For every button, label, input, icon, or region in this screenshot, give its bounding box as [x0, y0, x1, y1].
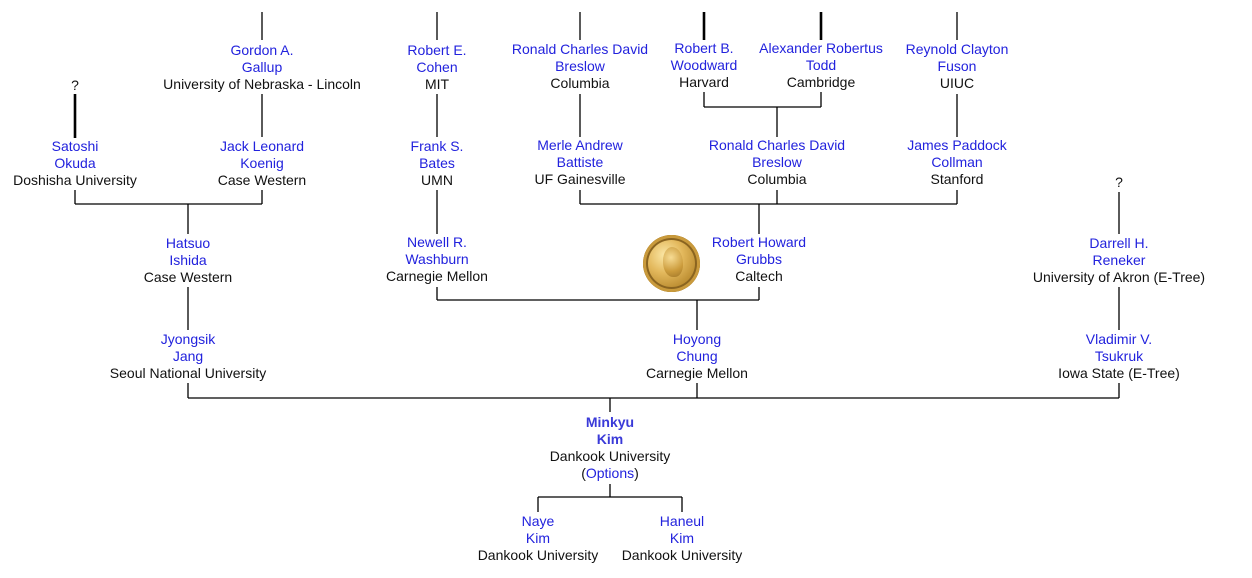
- person-name-link[interactable]: Frank S.: [410, 138, 464, 154]
- person-name-link[interactable]: Kim: [669, 530, 695, 546]
- person-affiliation: Caltech: [735, 268, 783, 284]
- person-name-link[interactable]: Fuson: [937, 58, 977, 74]
- person-hatsuo-ishida: Hatsuo Ishida Case Western: [144, 235, 232, 286]
- person-affiliation: UIUC: [939, 75, 975, 91]
- person-name-link[interactable]: Robert E.: [407, 42, 467, 58]
- person-name-link[interactable]: Todd: [805, 57, 837, 73]
- person-name-link[interactable]: Robert B.: [674, 40, 734, 56]
- person-ronald-breslow-mid: Ronald Charles David Breslow Columbia: [709, 137, 845, 188]
- person-name-link[interactable]: Ronald Charles David: [708, 137, 846, 153]
- person-affiliation: UF Gainesville: [534, 171, 626, 187]
- person-robert-cohen: Robert E. Cohen MIT: [407, 42, 466, 93]
- options-link[interactable]: Options: [585, 465, 635, 481]
- person-robert-woodward: Robert B. Woodward Harvard: [671, 40, 738, 91]
- person-affiliation: Doshisha University: [13, 172, 137, 188]
- person-name-link[interactable]: Hoyong: [672, 331, 722, 347]
- person-name-link[interactable]: Chung: [676, 348, 718, 364]
- person-affiliation: Cambridge: [786, 74, 856, 90]
- person-name-link[interactable]: Alexander Robertus: [759, 40, 883, 56]
- person-darrell-reneker: Darrell H. Reneker University of Akron (…: [1033, 235, 1205, 286]
- person-name-link[interactable]: Battiste: [556, 154, 604, 170]
- person-name-link[interactable]: Gordon A.: [230, 42, 294, 58]
- person-affiliation: Seoul National University: [109, 365, 267, 381]
- person-name-link[interactable]: Grubbs: [736, 251, 782, 267]
- focus-person-name: Minkyu: [585, 414, 635, 430]
- options-line: (Options): [550, 465, 671, 482]
- person-affiliation: Dankook University: [477, 547, 599, 563]
- person-jyongsik-jang: Jyongsik Jang Seoul National University: [110, 331, 266, 382]
- person-name-link[interactable]: Reneker: [1092, 252, 1146, 268]
- person-merle-battiste: Merle Andrew Battiste UF Gainesville: [534, 137, 625, 188]
- person-frank-bates: Frank S. Bates UMN: [411, 138, 464, 189]
- person-newell-washburn: Newell R. Washburn Carnegie Mellon: [386, 234, 488, 285]
- person-name-link[interactable]: Jyongsik: [160, 331, 216, 347]
- person-name-link[interactable]: Ronald Charles David: [511, 41, 649, 57]
- person-name-link[interactable]: Ishida: [169, 252, 207, 268]
- person-haneul-kim: Haneul Kim Dankook University: [622, 513, 743, 564]
- person-affiliation: Carnegie Mellon: [646, 365, 748, 381]
- options-open-paren: (: [581, 465, 586, 481]
- person-minkyu-kim-focus: Minkyu Kim Dankook University (Options): [550, 414, 671, 482]
- person-affiliation: MIT: [424, 76, 450, 92]
- person-name-link[interactable]: Haneul: [659, 513, 705, 529]
- person-satoshi-okuda: Satoshi Okuda Doshisha University: [13, 138, 137, 189]
- options-close-paren: ): [634, 465, 639, 481]
- person-name-link[interactable]: Jang: [172, 348, 204, 364]
- person-name-link[interactable]: Gallup: [241, 59, 283, 75]
- person-vladimir-tsukruk: Vladimir V. Tsukruk Iowa State (E-Tree): [1058, 331, 1180, 382]
- person-name-link[interactable]: James Paddock: [907, 137, 1007, 153]
- person-affiliation: Carnegie Mellon: [386, 268, 488, 284]
- person-name-link[interactable]: Collman: [931, 154, 983, 170]
- person-name-link[interactable]: Darrell H.: [1089, 235, 1149, 251]
- person-affiliation: Columbia: [747, 171, 807, 187]
- person-naye-kim: Naye Kim Dankook University: [478, 513, 599, 564]
- person-name-link[interactable]: Reynold Clayton: [905, 41, 1009, 57]
- unknown-advisor-mark: ?: [71, 77, 79, 93]
- person-name-link[interactable]: Woodward: [670, 57, 738, 73]
- person-jack-koenig: Jack Leonard Koenig Case Western: [218, 138, 306, 189]
- person-affiliation: Case Western: [217, 172, 307, 188]
- person-name-link[interactable]: Jack Leonard: [219, 138, 305, 154]
- person-affiliation: Iowa State (E-Tree): [1058, 365, 1180, 381]
- person-name-link[interactable]: Breslow: [555, 58, 605, 74]
- person-ronald-breslow: Ronald Charles David Breslow Columbia: [512, 41, 648, 92]
- person-affiliation: Harvard: [679, 74, 729, 90]
- person-alexander-todd: Alexander Robertus Todd Cambridge: [759, 40, 883, 91]
- person-name-link[interactable]: Merle Andrew: [537, 137, 623, 153]
- person-hoyong-chung: Hoyong Chung Carnegie Mellon: [646, 331, 748, 382]
- person-name-link[interactable]: Breslow: [752, 154, 802, 170]
- person-name-link[interactable]: Okuda: [54, 155, 96, 171]
- person-name-link[interactable]: Satoshi: [51, 138, 99, 154]
- person-affiliation: UMN: [421, 172, 453, 188]
- person-name-link[interactable]: Washburn: [405, 251, 469, 267]
- person-name-link[interactable]: Hatsuo: [165, 235, 211, 251]
- person-name-link[interactable]: Bates: [419, 155, 455, 171]
- person-name-link[interactable]: Naye: [521, 513, 555, 529]
- person-affiliation: Columbia: [550, 75, 610, 91]
- person-reynold-fuson: Reynold Clayton Fuson UIUC: [906, 41, 1009, 92]
- person-gordon-gallup: Gordon A. Gallup University of Nebraska …: [163, 42, 361, 93]
- person-name-link[interactable]: Cohen: [416, 59, 458, 75]
- person-affiliation: University of Nebraska - Lincoln: [163, 76, 361, 92]
- focus-person-name: Kim: [596, 431, 624, 447]
- person-name-link[interactable]: Kim: [525, 530, 551, 546]
- person-name-link[interactable]: Tsukruk: [1094, 348, 1144, 364]
- person-affiliation: Dankook University: [549, 448, 671, 464]
- person-name-link[interactable]: Vladimir V.: [1085, 331, 1153, 347]
- person-affiliation: Case Western: [143, 269, 233, 285]
- person-affiliation: University of Akron (E-Tree): [1032, 269, 1206, 285]
- person-affiliation: Stanford: [930, 171, 984, 187]
- person-name-link[interactable]: Newell R.: [407, 234, 467, 250]
- unknown-advisor-mark: ?: [1115, 174, 1123, 190]
- person-james-collman: James Paddock Collman Stanford: [907, 137, 1007, 188]
- person-affiliation: Dankook University: [621, 547, 743, 563]
- person-robert-grubbs: Robert Howard Grubbs Caltech: [712, 234, 806, 285]
- person-name-link[interactable]: Robert Howard: [711, 234, 807, 250]
- nobel-medal-icon: [643, 235, 700, 292]
- person-name-link[interactable]: Koenig: [240, 155, 284, 171]
